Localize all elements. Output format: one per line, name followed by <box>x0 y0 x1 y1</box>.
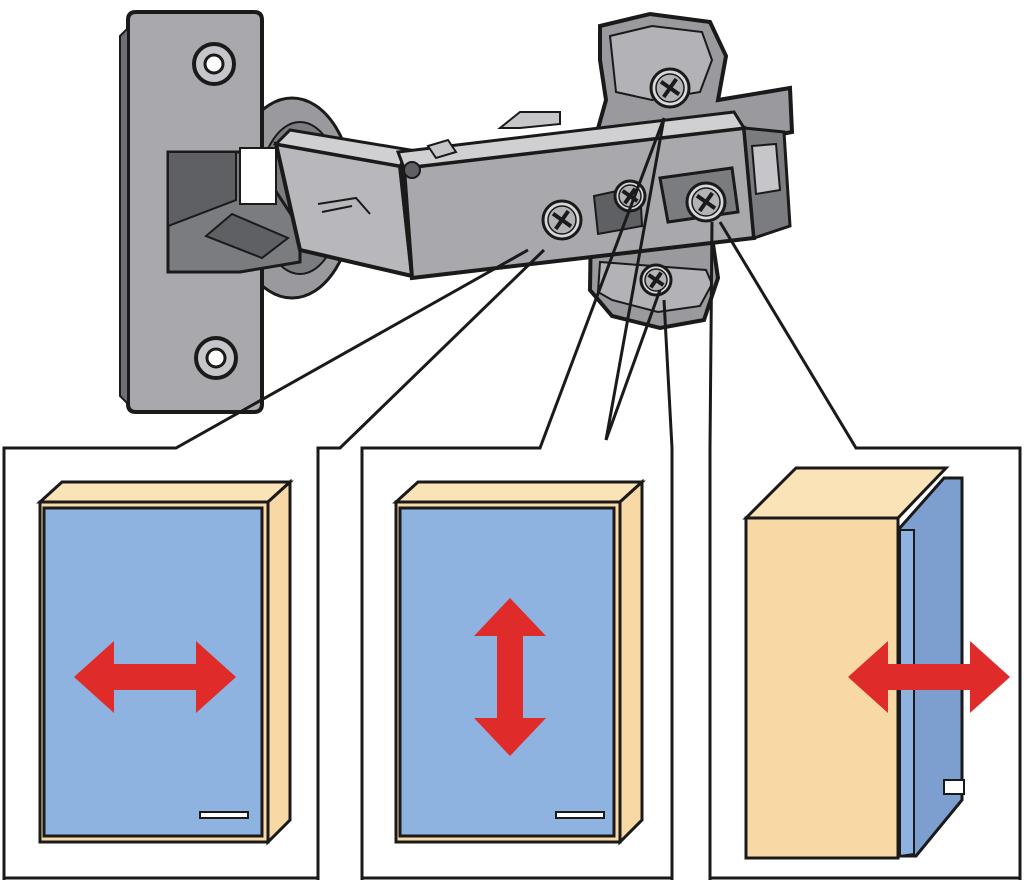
panel-height-adjustment <box>392 478 646 846</box>
panel-side-adjustment <box>36 478 294 846</box>
cabinet-door <box>398 506 616 838</box>
callout-panel-2-mid-a <box>604 117 666 441</box>
callout-panel-2-mid-b <box>604 289 662 441</box>
cabinet-side-view <box>742 466 965 860</box>
double-arrow-icon <box>474 598 546 756</box>
plate-hole-top <box>192 42 236 86</box>
hinge-door-plate <box>119 10 302 414</box>
phillips-screw-icon <box>639 263 673 297</box>
door-handle <box>943 779 965 795</box>
callout-panel-3-right <box>718 221 1022 880</box>
phillips-screw-icon <box>685 181 727 223</box>
double-arrow-icon <box>848 641 1010 713</box>
hinge-arm <box>272 128 415 279</box>
callout-panel-3-left <box>708 221 714 880</box>
hinge-illustration <box>119 10 795 414</box>
door-handle <box>199 811 249 819</box>
phillips-screw-icon <box>541 199 583 241</box>
door-handle <box>555 811 605 819</box>
double-arrow-icon <box>74 641 236 713</box>
callout-lines <box>2 117 1022 880</box>
callout-panel-1-left <box>2 248 529 880</box>
callout-panel-1-right <box>316 248 546 880</box>
callout-panel-2-right <box>662 299 674 880</box>
panel-depth-adjustment <box>742 466 1010 860</box>
phillips-screw-icon <box>649 67 691 109</box>
cabinet-front-view-1 <box>36 478 294 846</box>
callout-panel-2-left <box>360 117 666 880</box>
cabinet-door <box>899 529 915 858</box>
hinge-body <box>395 110 792 281</box>
plate-hole-bottom <box>194 336 238 380</box>
